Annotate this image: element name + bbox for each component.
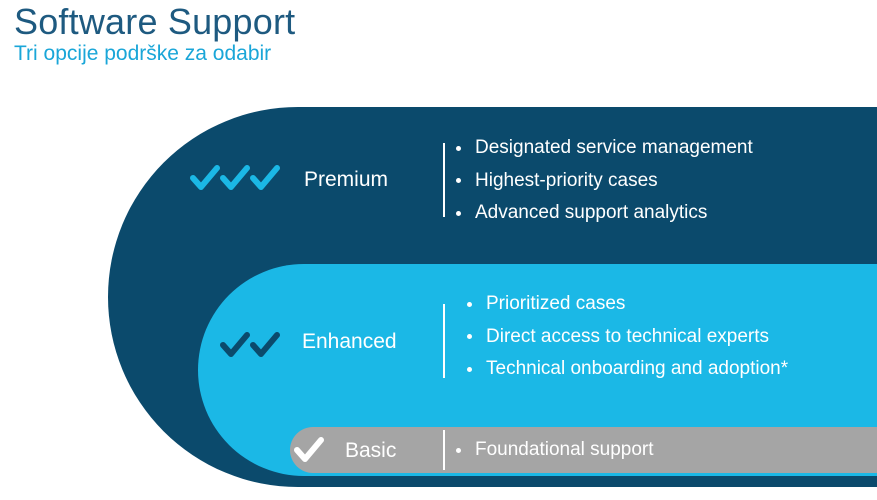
tier-band-basic <box>290 427 877 473</box>
premium-checkmarks <box>190 164 280 192</box>
page-subtitle: Tri opcije podrške za odabir <box>14 42 272 65</box>
check-icon <box>220 332 250 357</box>
list-item: Technical onboarding and adoption* <box>467 353 788 386</box>
basic-feature-list: Foundational support <box>456 434 654 467</box>
list-item: Advanced support analytics <box>456 197 753 230</box>
check-icon <box>250 332 280 357</box>
page-title: Software Support <box>14 1 296 42</box>
enhanced-feature-list: Prioritized cases Direct access to techn… <box>467 288 788 386</box>
check-icon <box>250 165 280 190</box>
premium-feature-list: Designated service management Highest-pr… <box>456 132 753 230</box>
list-item: Highest-priority cases <box>456 165 753 198</box>
premium-divider <box>443 143 445 217</box>
check-icon <box>294 437 324 462</box>
list-item: Foundational support <box>456 434 654 467</box>
enhanced-divider <box>443 304 445 378</box>
basic-divider <box>443 430 445 470</box>
enhanced-checkmarks <box>220 331 280 359</box>
list-item: Prioritized cases <box>467 288 788 321</box>
check-icon <box>190 165 220 190</box>
tier-label-basic: Basic <box>345 439 397 462</box>
tier-label-premium: Premium <box>304 168 389 191</box>
check-icon <box>220 165 250 190</box>
basic-checkmarks <box>294 436 324 464</box>
list-item: Designated service management <box>456 132 753 165</box>
tier-label-enhanced: Enhanced <box>302 330 397 353</box>
list-item: Direct access to technical experts <box>467 321 788 354</box>
